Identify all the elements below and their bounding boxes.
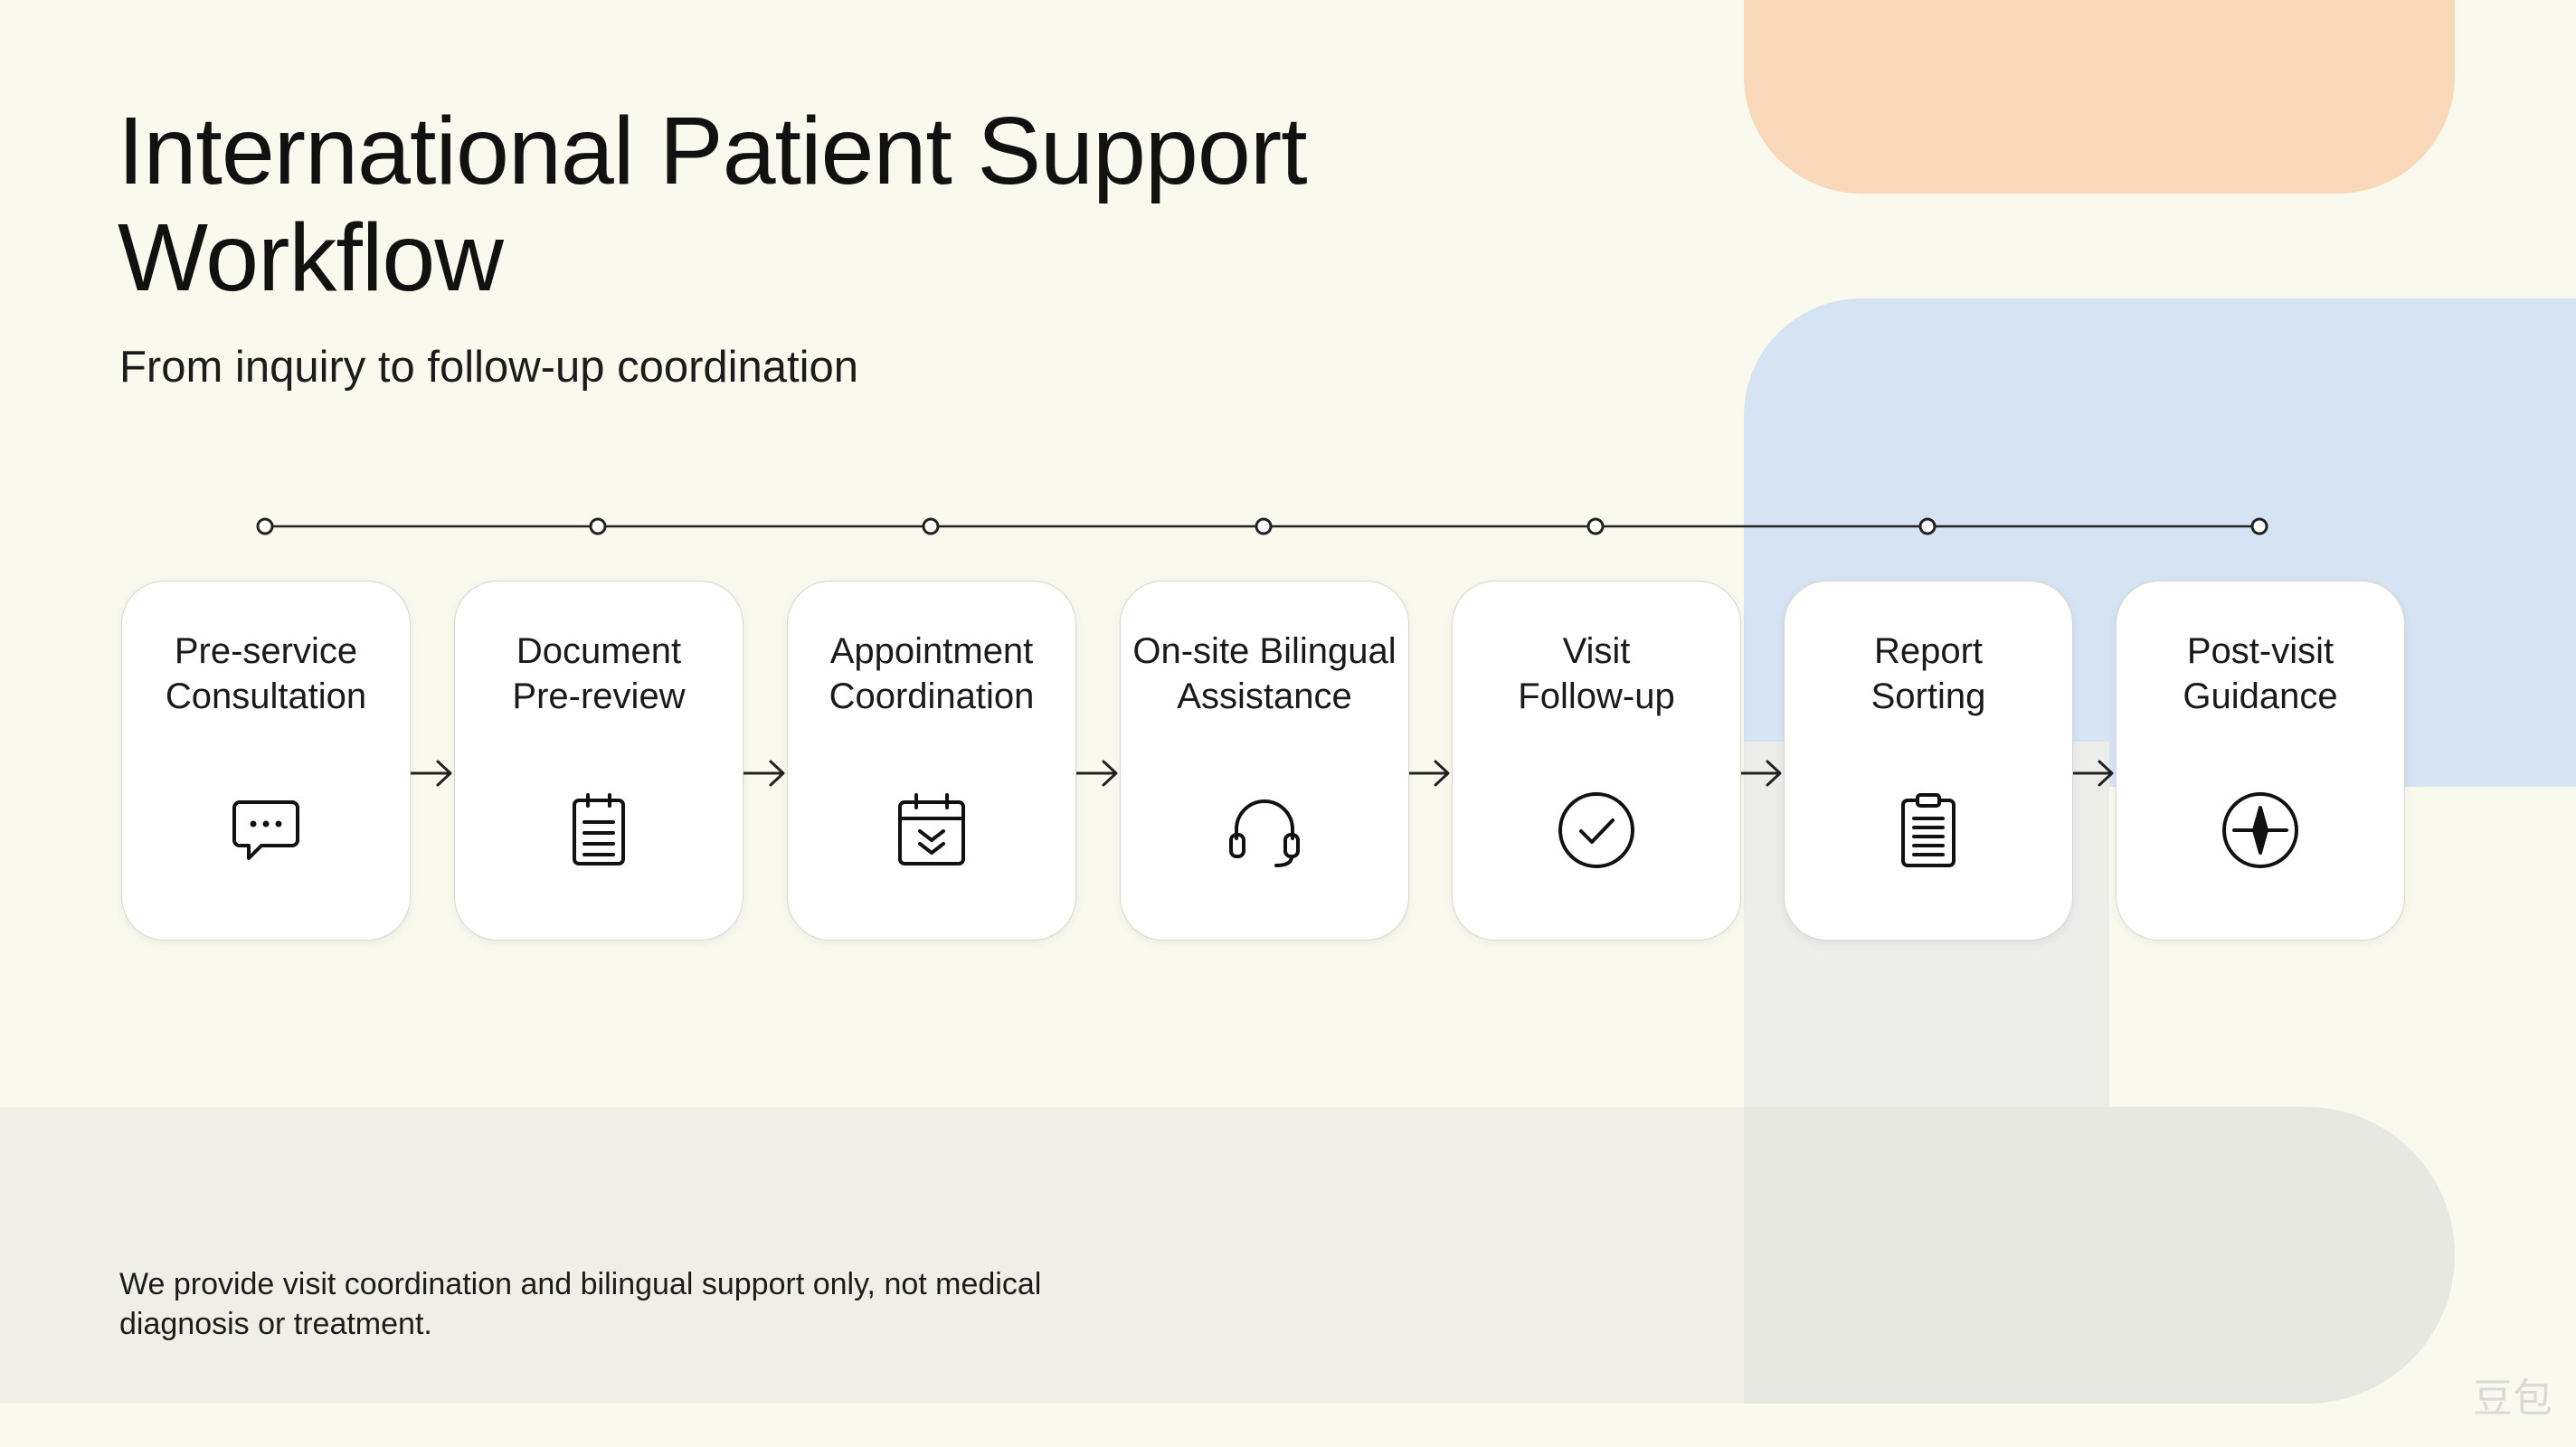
timeline-node — [922, 517, 940, 535]
step-label: Visit Follow-up — [1453, 629, 1740, 719]
grey-decor-rounded — [1744, 1107, 2455, 1404]
compass-icon — [2220, 790, 2301, 871]
step-card-post-visit-guidance: Post-visit Guidance — [2116, 581, 2405, 941]
step-label-line1: Visit — [1562, 631, 1631, 671]
step-label-line2: Guidance — [2183, 676, 2338, 716]
document-list-icon — [558, 790, 639, 871]
headset-icon — [1224, 790, 1305, 871]
peach-decor-shape — [1744, 0, 2455, 194]
step-label-line1: Pre-service — [174, 631, 358, 671]
page-subtitle: From inquiry to follow-up coordination — [119, 343, 859, 392]
step-label-line2: Pre-review — [512, 676, 686, 716]
step-label-line2: Sorting — [1870, 676, 1986, 716]
disclaimer-text: We provide visit coordination and biling… — [119, 1267, 1042, 1341]
step-card-report-sorting: Report Sorting — [1784, 581, 2073, 941]
timeline-node — [256, 517, 274, 535]
clipboard-icon — [1888, 790, 1969, 871]
step-card-document-pre-review: Document Pre-review — [454, 581, 743, 941]
arrow-right-icon — [1407, 760, 1450, 787]
step-label: Document Pre-review — [455, 629, 743, 719]
check-circle-icon — [1556, 790, 1637, 871]
step-label-line1: Post-visit — [2186, 631, 2334, 671]
timeline-node — [589, 517, 607, 535]
step-card-on-site-bilingual-assistance: On-site Bilingual Assistance — [1120, 581, 1409, 941]
step-label-line1: Report — [1873, 631, 1984, 671]
step-card-appointment-coordination: Appointment Coordination — [787, 581, 1076, 941]
step-label: On-site Bilingual Assistance — [1121, 629, 1408, 719]
chat-bubble-icon — [225, 790, 307, 871]
arrow-right-icon — [742, 760, 785, 787]
arrow-right-icon — [1075, 760, 1118, 787]
step-label-line2: Assistance — [1177, 676, 1352, 716]
step-label-line2: Consultation — [165, 676, 367, 716]
timeline-node — [1255, 517, 1273, 535]
step-label: Pre-service Consultation — [122, 629, 410, 719]
watermark-logo: 豆包 — [2473, 1376, 2552, 1422]
calendar-icon — [891, 790, 972, 871]
step-label: Report Sorting — [1785, 629, 2072, 719]
page-title: International Patient Support Workflow — [118, 98, 1308, 311]
arrow-right-icon — [409, 760, 452, 787]
timeline-node — [1586, 517, 1605, 535]
step-label-line2: Coordination — [829, 676, 1035, 716]
step-label-line1: On-site Bilingual — [1132, 631, 1397, 671]
step-label-line1: Appointment — [829, 631, 1034, 671]
step-label-line2: Follow-up — [1518, 676, 1675, 716]
step-label-line1: Document — [516, 631, 682, 671]
step-label: Appointment Coordination — [788, 629, 1075, 719]
step-card-pre-service-consultation: Pre-service Consultation — [121, 581, 411, 941]
step-card-visit-follow-up: Visit Follow-up — [1452, 581, 1741, 941]
step-label: Post-visit Guidance — [2117, 629, 2404, 719]
